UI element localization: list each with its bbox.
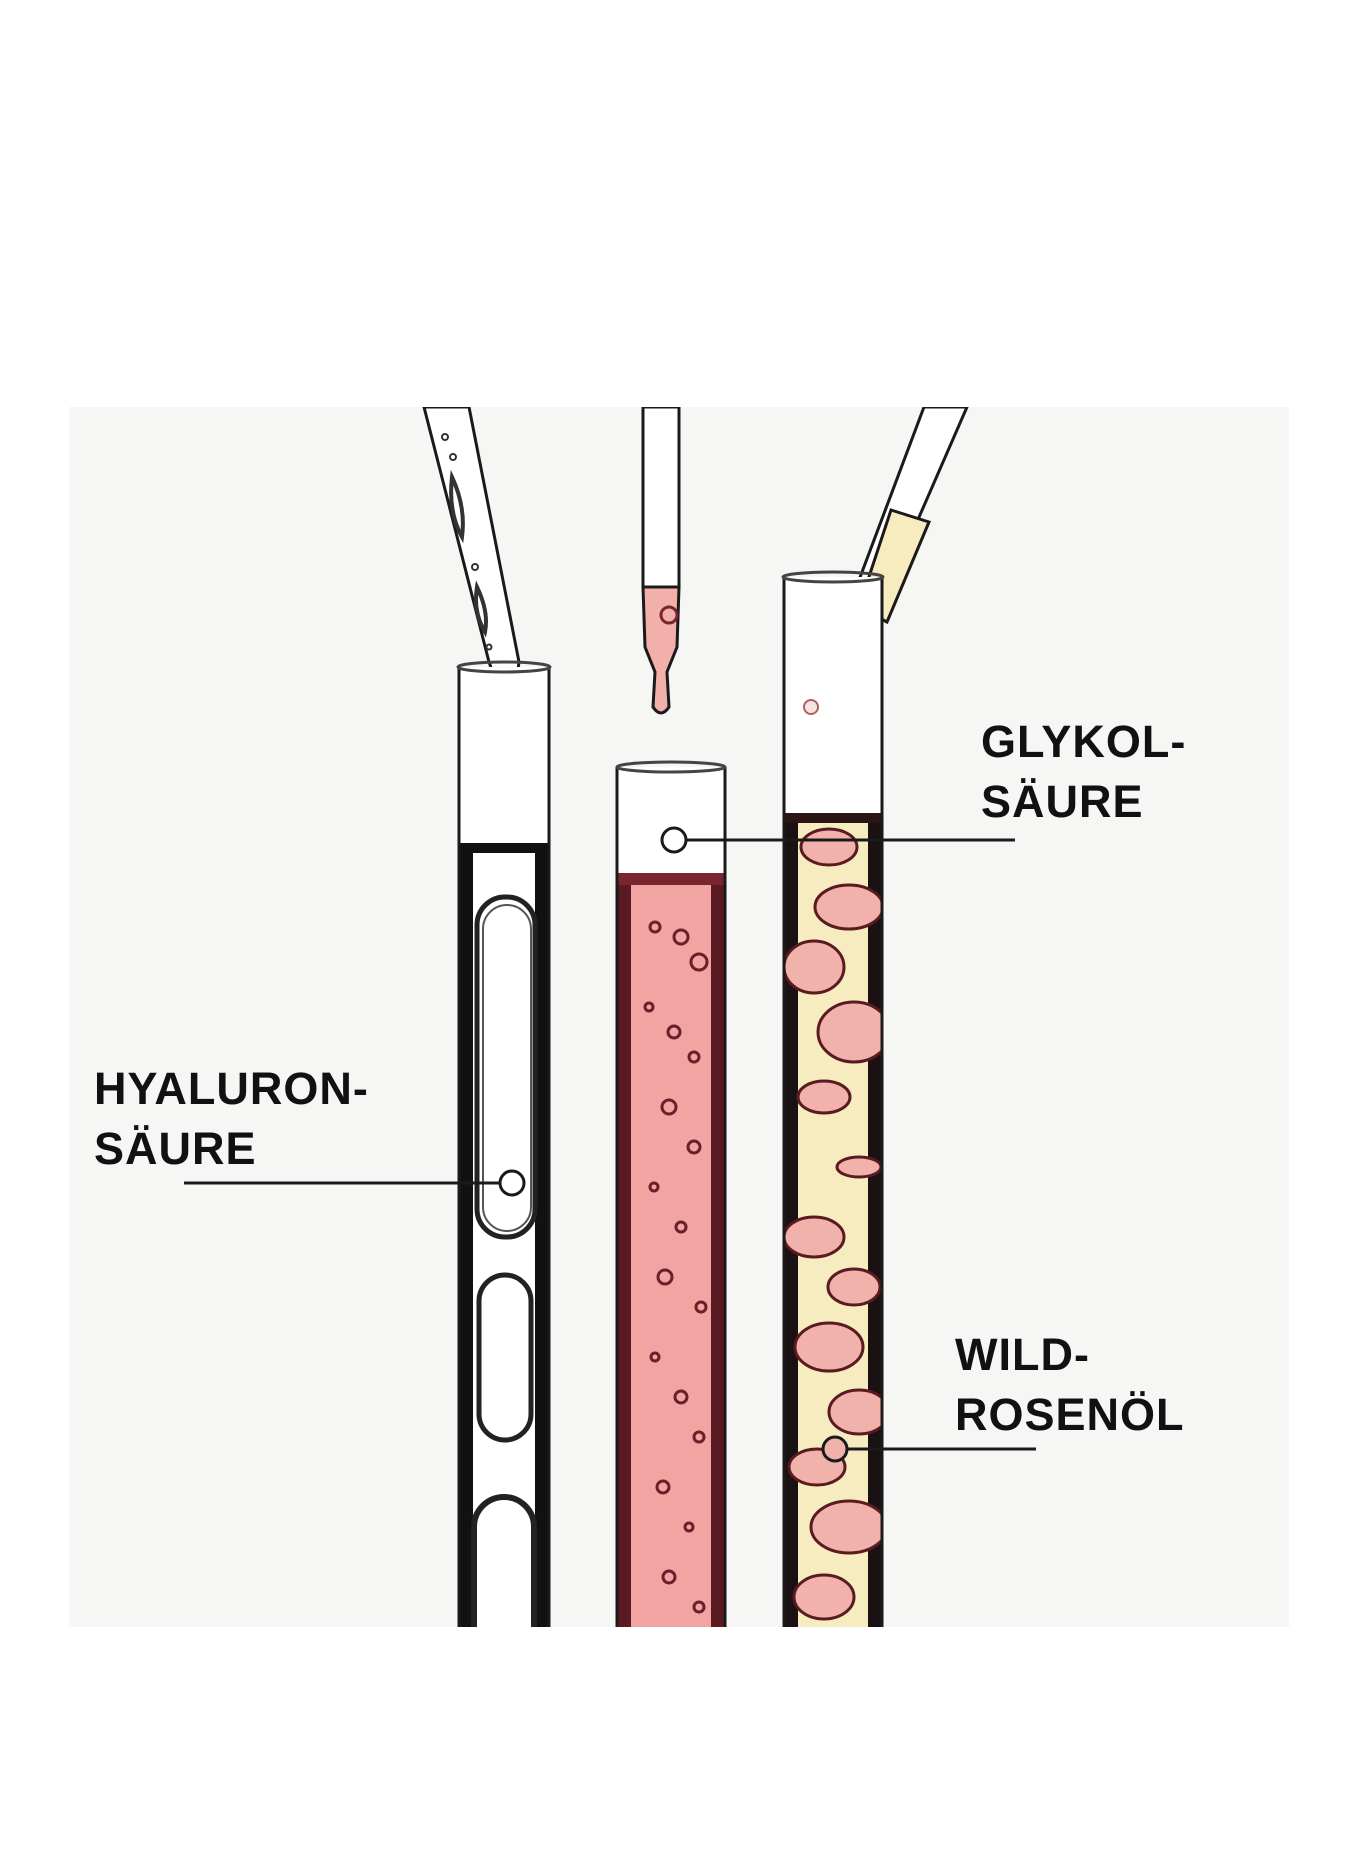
product-ingredient-illustration: GLYKOL- SÄURE HYALURON- SÄURE WILD- ROSE… <box>69 407 1289 1627</box>
label-line-1: GLYKOL- <box>981 716 1187 767</box>
test-tubes-artwork <box>184 407 1036 1627</box>
label-line-1: HYALURON- <box>94 1063 369 1114</box>
callout-hyaluronic-acid <box>184 1169 526 1197</box>
test-tube-hyaluronic-acid <box>456 660 552 1627</box>
marker-circle-icon <box>660 826 688 854</box>
label-line-2: ROSENÖL <box>955 1389 1185 1440</box>
label-line-2: SÄURE <box>94 1123 257 1174</box>
test-tube-wild-rose-oil <box>781 570 885 1627</box>
label-line-2: SÄURE <box>981 776 1144 827</box>
label-wild-rose-oil: WILD- ROSENÖL <box>955 1325 1185 1445</box>
label-hyaluronic-acid: HYALURON- SÄURE <box>94 1059 369 1179</box>
test-tube-pink-serum <box>615 760 727 1627</box>
callout-glycolic-acid <box>660 826 1015 854</box>
label-glycolic-acid: GLYKOL- SÄURE <box>981 712 1186 832</box>
callout-wild-rose-oil <box>821 1435 1036 1463</box>
marker-circle-icon <box>821 1435 849 1463</box>
label-line-1: WILD- <box>955 1329 1090 1380</box>
dropper-middle <box>641 407 681 715</box>
marker-circle-icon <box>498 1169 526 1197</box>
